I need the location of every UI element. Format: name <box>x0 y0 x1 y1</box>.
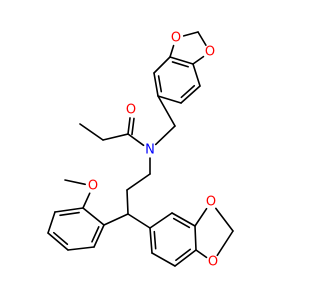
bond-c1-c2 <box>149 212 173 229</box>
atom-label-O6: O <box>208 255 218 270</box>
bond-c2-c3-double <box>172 217 191 229</box>
bond-b3-b4 <box>47 232 69 251</box>
bond-p2-ch <box>126 189 129 215</box>
bond-c2-c3 <box>171 212 196 227</box>
bond-c0-oC <box>127 117 131 135</box>
bond-a1-bz <box>157 95 176 127</box>
bond-ch2a-o2 <box>197 31 207 46</box>
bond-b3-b4-double <box>52 231 69 246</box>
bond-p1-p2 <box>126 173 151 191</box>
bond-b5-b6-double <box>59 211 80 217</box>
atom-label-layer: O O O N O O O <box>88 31 218 270</box>
bond-a3-a4-double <box>171 61 189 68</box>
bond-c3-o5 <box>194 207 208 227</box>
atom-label-O2: O <box>205 45 215 60</box>
bond-a3-a4 <box>169 56 194 65</box>
bond-a1-a2 <box>153 72 159 97</box>
bond-ch-b1 <box>103 213 129 226</box>
bond-c4-c5-double <box>175 248 192 262</box>
bond-a1-a2-double <box>157 75 163 93</box>
bond-a5-a6-double <box>180 84 196 99</box>
bond-layer <box>47 31 234 267</box>
bond-ch2b-o6 <box>216 230 234 257</box>
atom-label-N1: N <box>145 143 155 158</box>
bond-b4-b5 <box>47 211 56 234</box>
bond-b6-b1 <box>82 207 105 226</box>
bond-o1-ch2a <box>182 31 199 37</box>
bond-b2-b3 <box>67 246 95 251</box>
bond-a6-a1 <box>157 95 182 104</box>
atom-label-O5: O <box>206 195 216 210</box>
bond-c6-c1-double <box>153 230 157 250</box>
bond-c5-c6 <box>151 252 176 267</box>
bond-b1-b2 <box>93 224 105 248</box>
bond-bz-n <box>154 125 176 146</box>
bond-o5-ch2b <box>215 207 234 232</box>
bond-c0-e1 <box>102 133 129 141</box>
structure-canvas: O O O N O O O <box>47 31 234 270</box>
bond-a5-a6 <box>180 85 201 104</box>
bond-c4-c5 <box>174 249 197 267</box>
atom-label-O4: O <box>88 179 98 194</box>
bond-b5-b6 <box>54 207 84 213</box>
bond-ch-c1 <box>127 213 151 229</box>
bond-a2-a3 <box>153 56 171 74</box>
bond-b6-oM <box>82 192 91 209</box>
bond-n-c0 <box>127 133 145 147</box>
bond-e1-e2 <box>79 123 104 141</box>
atom-label-O3: O <box>126 103 136 118</box>
bond-o6-c4 <box>195 249 208 259</box>
bond-b1-b2-double <box>91 226 100 243</box>
bond-c0-oC-double <box>131 117 135 136</box>
atom-label-O1: O <box>171 31 181 46</box>
molecule-structure: O O O N O O O <box>47 31 234 270</box>
bond-a3-o1 <box>169 44 175 58</box>
bond-a4-a5 <box>192 63 201 87</box>
bond-c3-c4 <box>194 225 197 251</box>
bond-c6-c1 <box>149 227 153 254</box>
bond-o2-a4 <box>192 55 205 65</box>
bond-oM-me <box>64 179 86 186</box>
